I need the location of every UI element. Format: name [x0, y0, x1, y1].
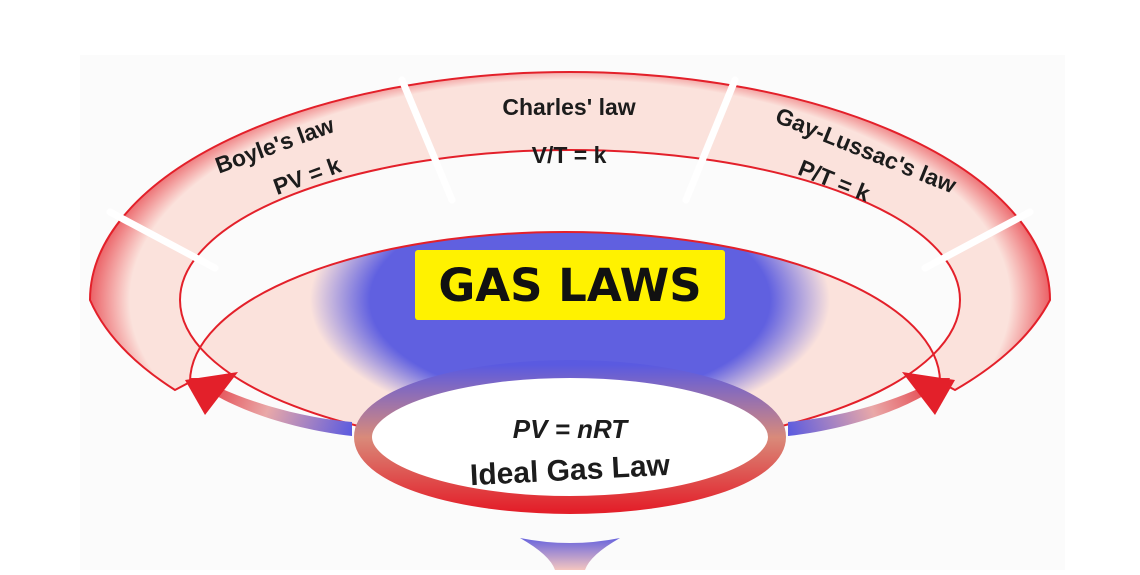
segment-dividers	[106, 76, 1034, 272]
ideal-gas-ring	[354, 360, 786, 514]
title-banner: GAS LAWS	[415, 250, 725, 320]
segment-charles-equation: V/T = k	[532, 142, 607, 168]
ideal-gas-equation: PV = nRT	[513, 414, 630, 444]
segment-charles-law: Charles' law	[502, 94, 635, 120]
left-arrow-arm	[190, 378, 352, 436]
center-stem	[520, 538, 620, 570]
page-title: GAS LAWS	[438, 258, 702, 312]
right-arrowhead	[902, 372, 955, 415]
right-arrow-arm	[788, 378, 950, 436]
segment-charles: Charles' law V/T = k	[502, 94, 635, 168]
left-arrowhead	[185, 372, 238, 415]
